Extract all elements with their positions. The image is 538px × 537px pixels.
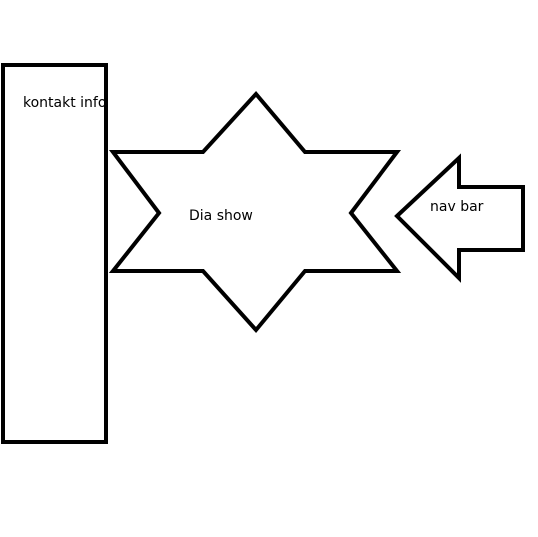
- contact-info-label: kontakt info: [23, 95, 107, 111]
- nav-bar-label: nav bar: [430, 199, 484, 215]
- slideshow-star: [108, 90, 402, 334]
- slideshow-label: Dia show: [189, 208, 253, 224]
- nav-bar-arrow: [394, 153, 525, 283]
- contact-info-panel: [1, 63, 108, 444]
